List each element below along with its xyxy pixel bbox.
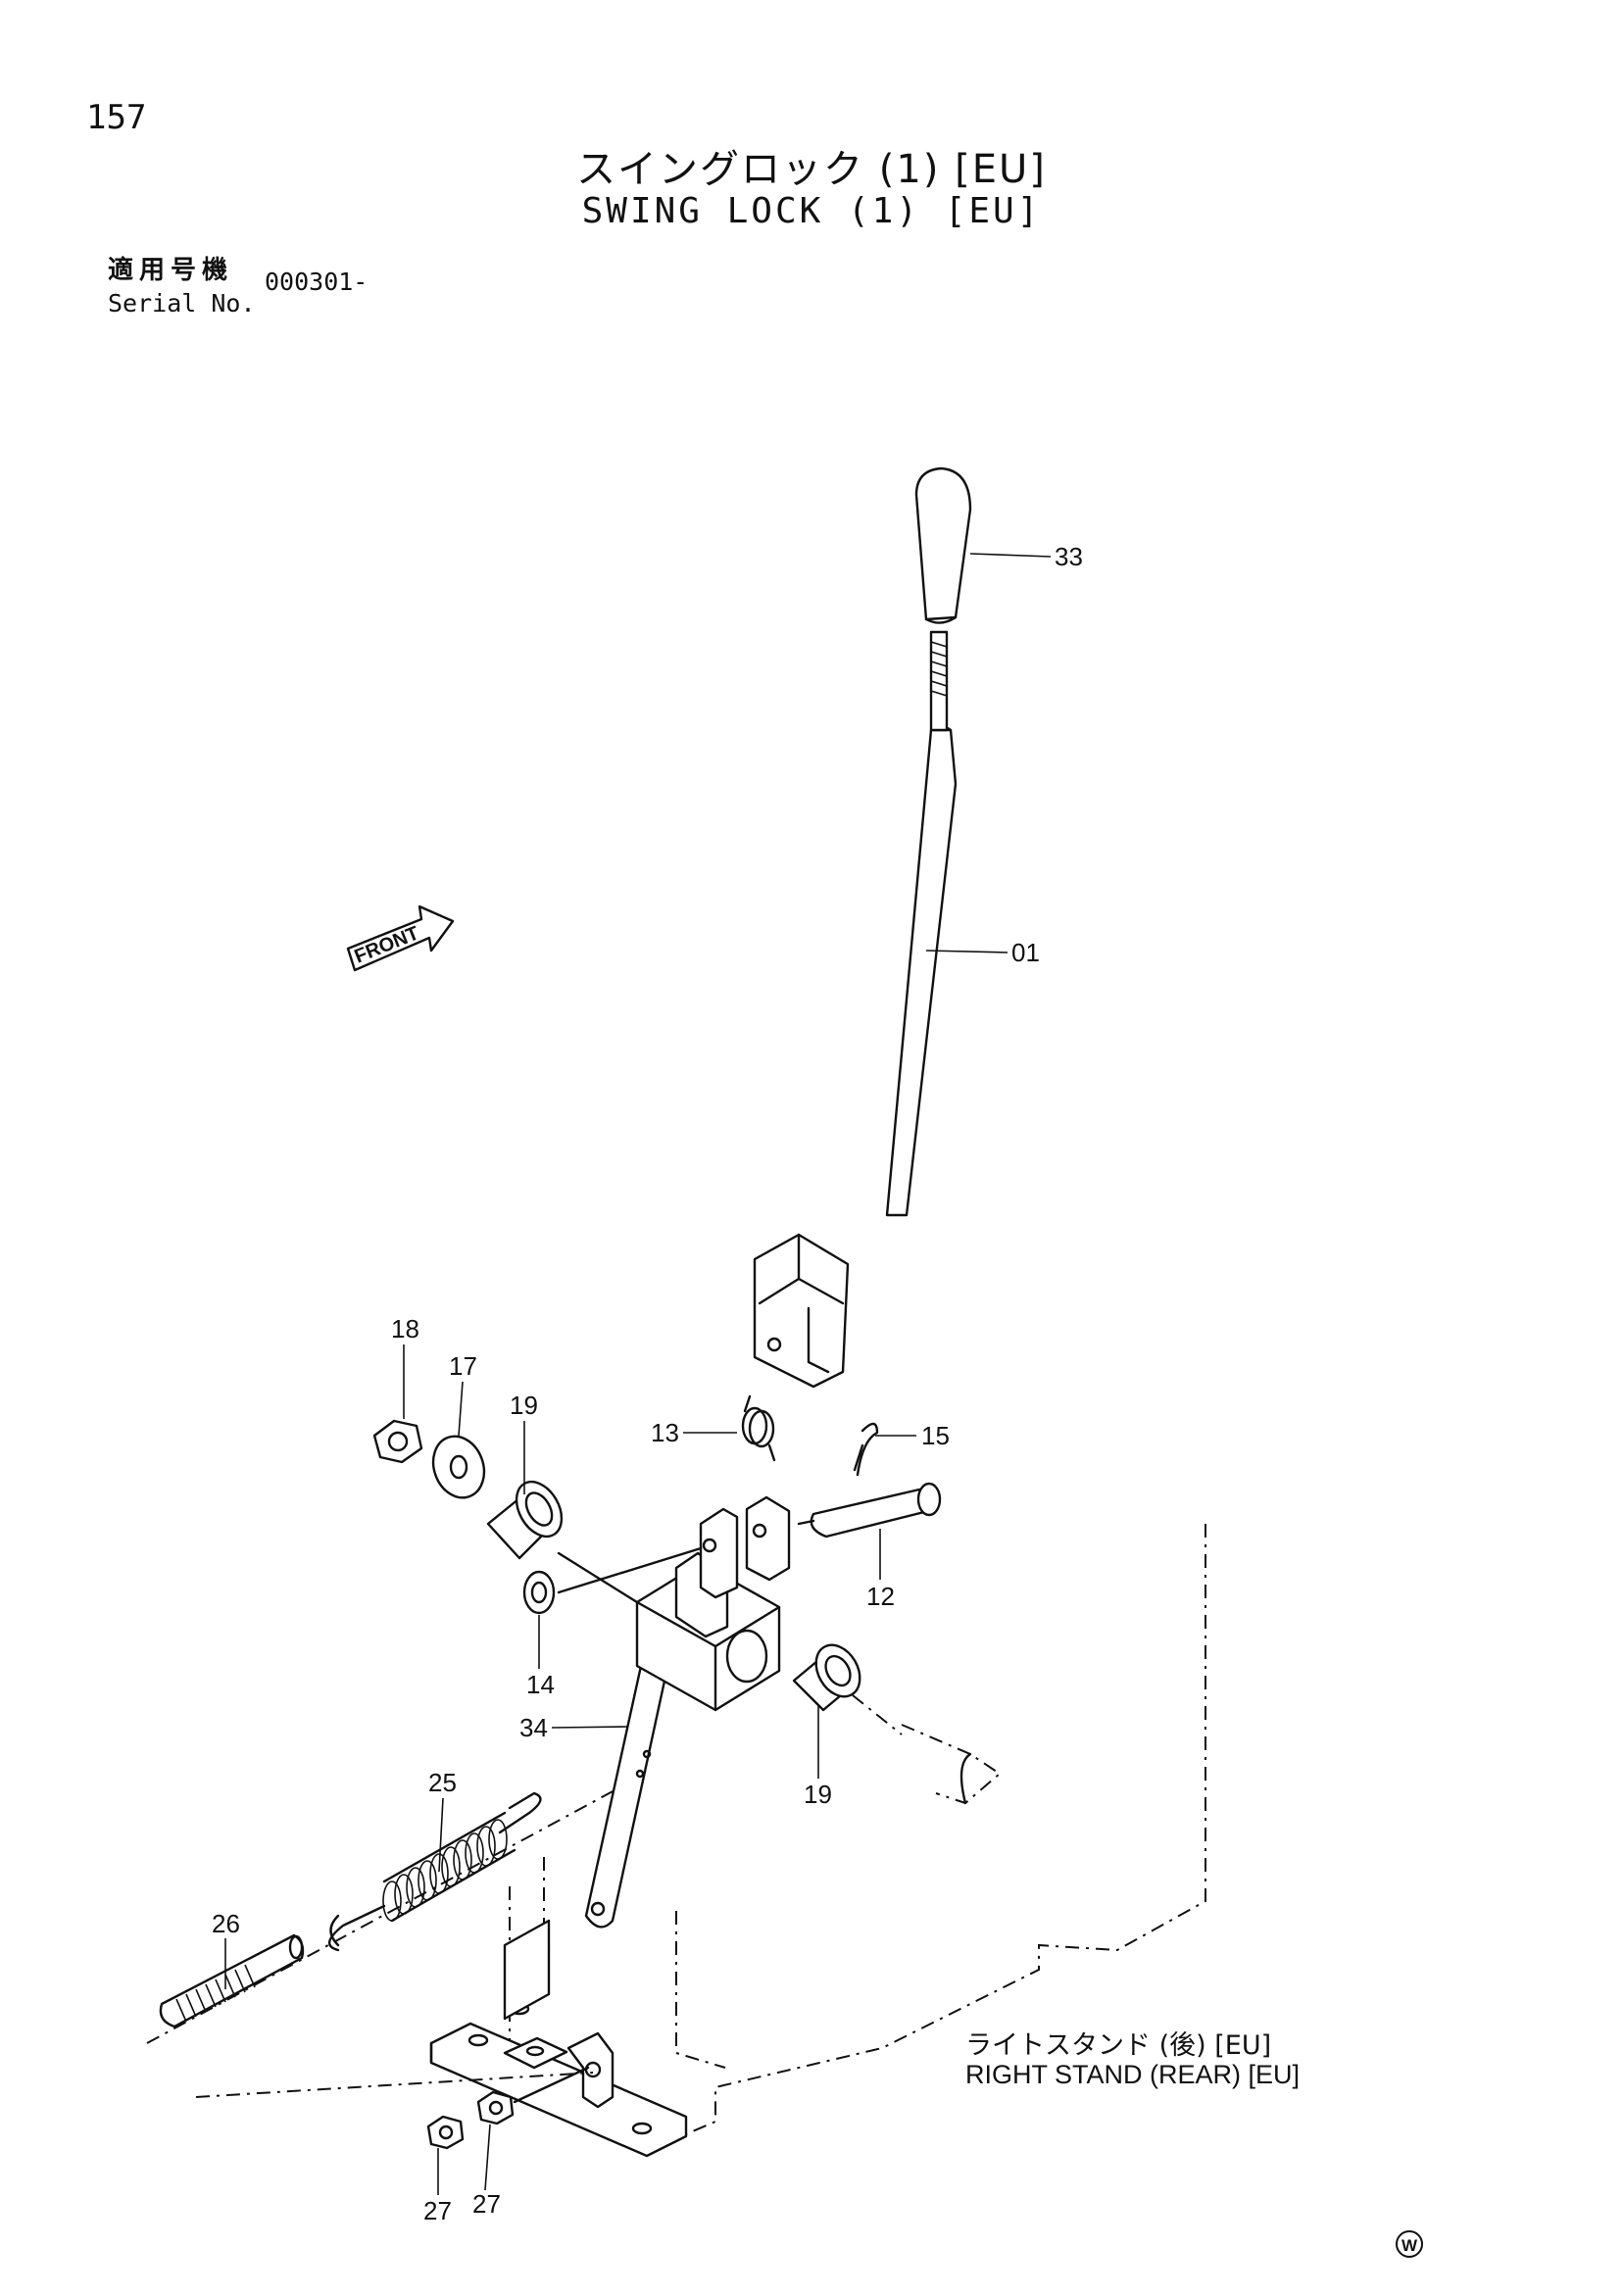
callout-13: 13 — [651, 1418, 679, 1447]
callout-25: 25 — [428, 1768, 457, 1797]
callout-18: 18 — [391, 1314, 419, 1343]
callout-34: 34 — [519, 1713, 548, 1742]
spring-and-pin — [146, 1783, 628, 2098]
stand-label-english: RIGHT STAND (REAR) [EU] — [965, 2060, 1301, 2089]
serial-number-value: 000301- — [265, 268, 369, 296]
callout-14: 14 — [526, 1670, 555, 1699]
corner-mark: W — [1396, 2230, 1423, 2258]
page-title-english: SWING LOCK (1) [EU] — [581, 191, 1042, 231]
lever-rod — [753, 630, 958, 1389]
callout-numbers: 33 01 18 17 19 13 15 12 14 34 19 25 26 2… — [212, 542, 1083, 2225]
page-title-japanese: スイングロック (1) [EU] — [576, 147, 1047, 192]
front-label: FRONT — [352, 922, 422, 967]
serial-label-english: Serial No. — [108, 289, 256, 318]
serial-label-japanese: 適用号機 — [108, 256, 234, 285]
callout-01: 01 — [1011, 938, 1040, 967]
callout-leaders — [224, 553, 1052, 2195]
base-plate — [429, 1919, 688, 2158]
callout-15: 15 — [921, 1421, 950, 1450]
stand-label-japanese: ライトスタンド (後) [EU] — [965, 2030, 1272, 2061]
lever-knob — [914, 466, 972, 624]
callout-19-lower: 19 — [804, 1780, 832, 1809]
callout-19-upper: 19 — [510, 1391, 538, 1420]
page-number: 157 — [86, 98, 147, 137]
callout-27-left: 27 — [423, 2196, 452, 2225]
front-direction-arrow: FRONT — [346, 904, 455, 972]
lock-plate-arm — [584, 1495, 791, 1929]
callout-27-right: 27 — [472, 2189, 501, 2219]
small-parts — [372, 1394, 1002, 2150]
callout-17: 17 — [449, 1351, 477, 1381]
callout-33: 33 — [1055, 542, 1083, 571]
corner-mark-letter: W — [1402, 2236, 1418, 2255]
callout-26: 26 — [212, 1909, 240, 1938]
callout-12: 12 — [866, 1582, 895, 1611]
